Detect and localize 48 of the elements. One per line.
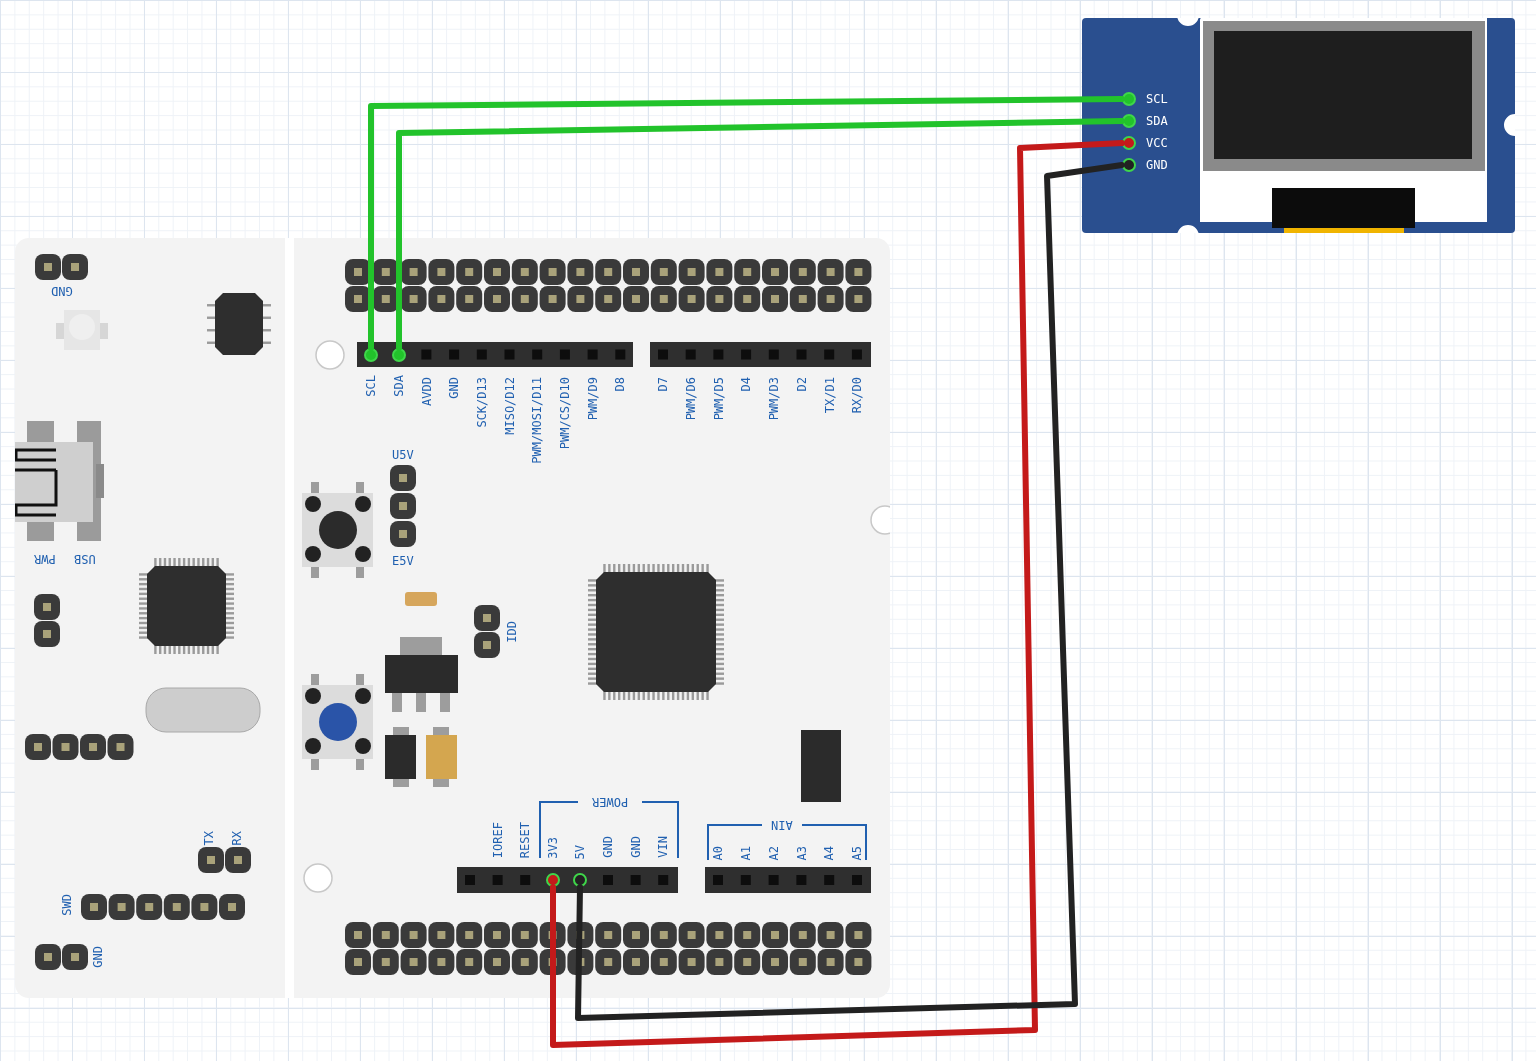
- pin-label: PWM/MOSI/D11: [531, 377, 543, 464]
- pin-label: RX: [231, 831, 243, 846]
- pin-label: TX/D1: [824, 377, 836, 414]
- pin-label: IDD: [506, 621, 518, 643]
- label: USB: [74, 553, 96, 565]
- pin-label: SDA: [393, 375, 405, 397]
- pin-label: SDA: [1146, 115, 1168, 127]
- pin-label: A3: [796, 846, 808, 861]
- pin-label: VIN: [657, 836, 669, 858]
- label: U5V: [392, 449, 414, 461]
- pin-label: 5V: [574, 844, 586, 859]
- pin-label: D8: [614, 377, 626, 392]
- pin-label: SWD: [61, 894, 73, 916]
- pin-label: RX/D0: [851, 377, 863, 414]
- pin-label: GND: [602, 836, 614, 858]
- pin-label: GND: [448, 377, 460, 399]
- pin-label: PWM/D6: [685, 377, 697, 421]
- pin-label: A1: [740, 846, 752, 861]
- pin-label: A4: [823, 846, 835, 861]
- pin-label: VCC: [1146, 137, 1168, 149]
- label: E5V: [392, 555, 414, 567]
- pin-label: PWM/D5: [713, 377, 725, 421]
- pin-label: SCK/D13: [476, 377, 488, 428]
- pin-label: AVDD: [421, 377, 433, 406]
- pin-label: GND: [92, 946, 104, 968]
- pin-label: GND: [1146, 159, 1168, 171]
- label: POWER: [592, 796, 629, 808]
- pin-label: SCL: [365, 375, 377, 397]
- pin-label: PWM/D3: [768, 377, 780, 421]
- pin-label: D7: [657, 377, 669, 392]
- pin-label: D2: [796, 377, 808, 392]
- pin-label: A5: [851, 846, 863, 861]
- pin-label: 3V3: [547, 837, 559, 859]
- pin-label: TX: [203, 831, 215, 846]
- pin-label: PWM/D9: [587, 377, 599, 421]
- pin-label: MISO/D12: [504, 377, 516, 435]
- pin-label: D4: [740, 377, 752, 392]
- pin-label: RESET: [519, 822, 531, 859]
- label: PWR: [34, 553, 56, 565]
- pin-label: GND: [630, 836, 642, 858]
- pin-label: PWM/CS/D10: [559, 377, 571, 450]
- display-module: [1082, 18, 1515, 233]
- label: AIN: [771, 819, 793, 831]
- pin-label: A2: [768, 846, 780, 861]
- label: GND: [51, 285, 73, 297]
- pin-label: A0: [712, 846, 724, 861]
- pin-label: SCL: [1146, 93, 1168, 105]
- pin-label: IOREF: [492, 822, 504, 859]
